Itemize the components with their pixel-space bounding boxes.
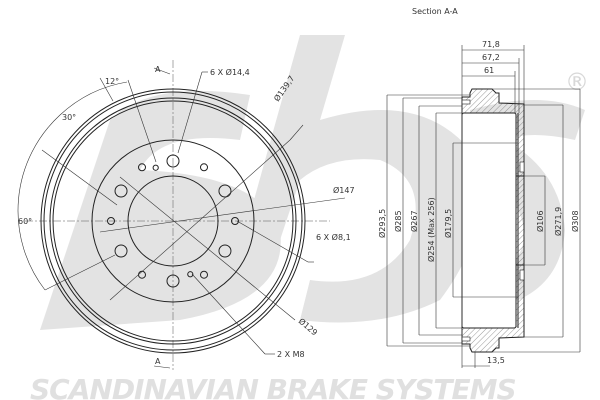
flange-width-13-5: 13,5 bbox=[487, 356, 505, 365]
front-view: A A 12° 30° 60° 6 X Ø14,4 Ø139,7 Ø147 6 … bbox=[17, 60, 355, 370]
large-bolt-hole bbox=[166, 274, 180, 288]
section-title: Section A-A bbox=[412, 7, 458, 16]
large-bolt-hole bbox=[218, 184, 232, 198]
m8-thread-hole bbox=[152, 164, 159, 171]
section-mark-top: A bbox=[155, 65, 161, 74]
depth-67-2: 67,2 bbox=[482, 53, 500, 62]
large-bolt-hole bbox=[114, 244, 128, 258]
small-hole bbox=[200, 163, 208, 172]
small-hole bbox=[138, 163, 146, 172]
small-holes-label: 6 X Ø8,1 bbox=[316, 232, 351, 242]
dia-267: Ø267 bbox=[409, 210, 419, 232]
small-hole bbox=[231, 217, 239, 225]
dia-308: Ø308 bbox=[570, 210, 580, 232]
threads-label: 2 X M8 bbox=[277, 350, 305, 359]
large-bolt-hole bbox=[114, 184, 128, 198]
small-hole bbox=[107, 217, 115, 225]
angle-60-label: 60° bbox=[18, 217, 32, 226]
dia-271-9: Ø271,9 bbox=[553, 207, 563, 236]
angle-30-label: 30° bbox=[62, 113, 76, 122]
dia-293-5: Ø293,5 bbox=[377, 209, 387, 238]
dia-254: Ø254 (Max 256) bbox=[426, 197, 436, 262]
section-mark-bottom: A bbox=[155, 357, 161, 366]
large-holes-label: 6 X Ø14,4 bbox=[210, 67, 250, 77]
dia-106: Ø106 bbox=[535, 210, 545, 232]
m8-thread-hole bbox=[187, 271, 194, 278]
dia-285: Ø285 bbox=[393, 210, 403, 232]
depth-61: 61 bbox=[484, 66, 494, 75]
depth-71-8: 71,8 bbox=[482, 40, 500, 49]
registered-mark: ® bbox=[565, 68, 589, 96]
dia-147-label: Ø147 bbox=[333, 185, 355, 195]
brand-name: SCANDINAVIAN BRAKE SYSTEMS bbox=[30, 373, 516, 400]
large-bolt-hole bbox=[218, 244, 232, 258]
large-bolt-hole bbox=[166, 154, 180, 168]
small-hole bbox=[200, 270, 208, 279]
section-view: Section A-A 71,8 6 bbox=[377, 7, 581, 368]
angle-12-label: 12° bbox=[105, 77, 119, 86]
dia-179-5: Ø179,5 bbox=[443, 209, 453, 238]
